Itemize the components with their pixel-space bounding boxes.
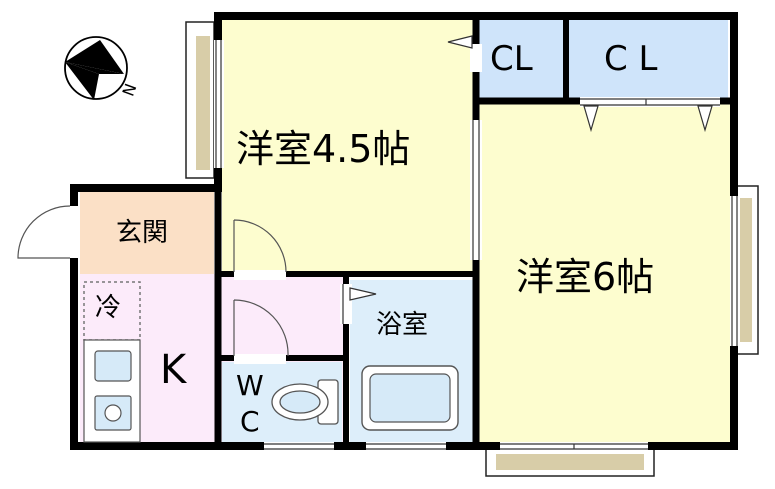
western-room-6-fill xyxy=(478,104,730,442)
right-window-sill xyxy=(740,198,752,342)
stove-burner xyxy=(104,404,122,422)
door-swings xyxy=(17,205,289,357)
window-lines xyxy=(215,40,738,450)
left-window-sill xyxy=(196,36,210,170)
bathroom-label: 浴室 xyxy=(376,310,429,340)
closet-small-fill xyxy=(478,20,564,98)
toilet-fixture xyxy=(271,379,339,425)
closet-large-label: C L xyxy=(604,39,658,79)
refrigerator-space xyxy=(83,281,141,341)
refrigerator-label: 冷 xyxy=(95,293,122,323)
entrance-fill xyxy=(80,192,214,274)
closet-door-markers xyxy=(349,35,713,301)
toilet-label-c: C xyxy=(240,405,260,438)
sink xyxy=(94,350,132,382)
kitchen-label: K xyxy=(160,347,187,393)
bathtub-inner xyxy=(369,373,451,423)
western-room-6-label: 洋室6帖 xyxy=(516,255,655,299)
entrance-label: 玄関 xyxy=(116,218,169,248)
closet-large-fill xyxy=(568,20,728,98)
toilet-label-w: W xyxy=(236,369,264,402)
closet-small-label: CL xyxy=(490,39,533,79)
western-room-4-5-label: 洋室4.5帖 xyxy=(236,127,411,171)
bottom-balcony-sill xyxy=(496,454,644,470)
compass-icon xyxy=(64,36,128,100)
